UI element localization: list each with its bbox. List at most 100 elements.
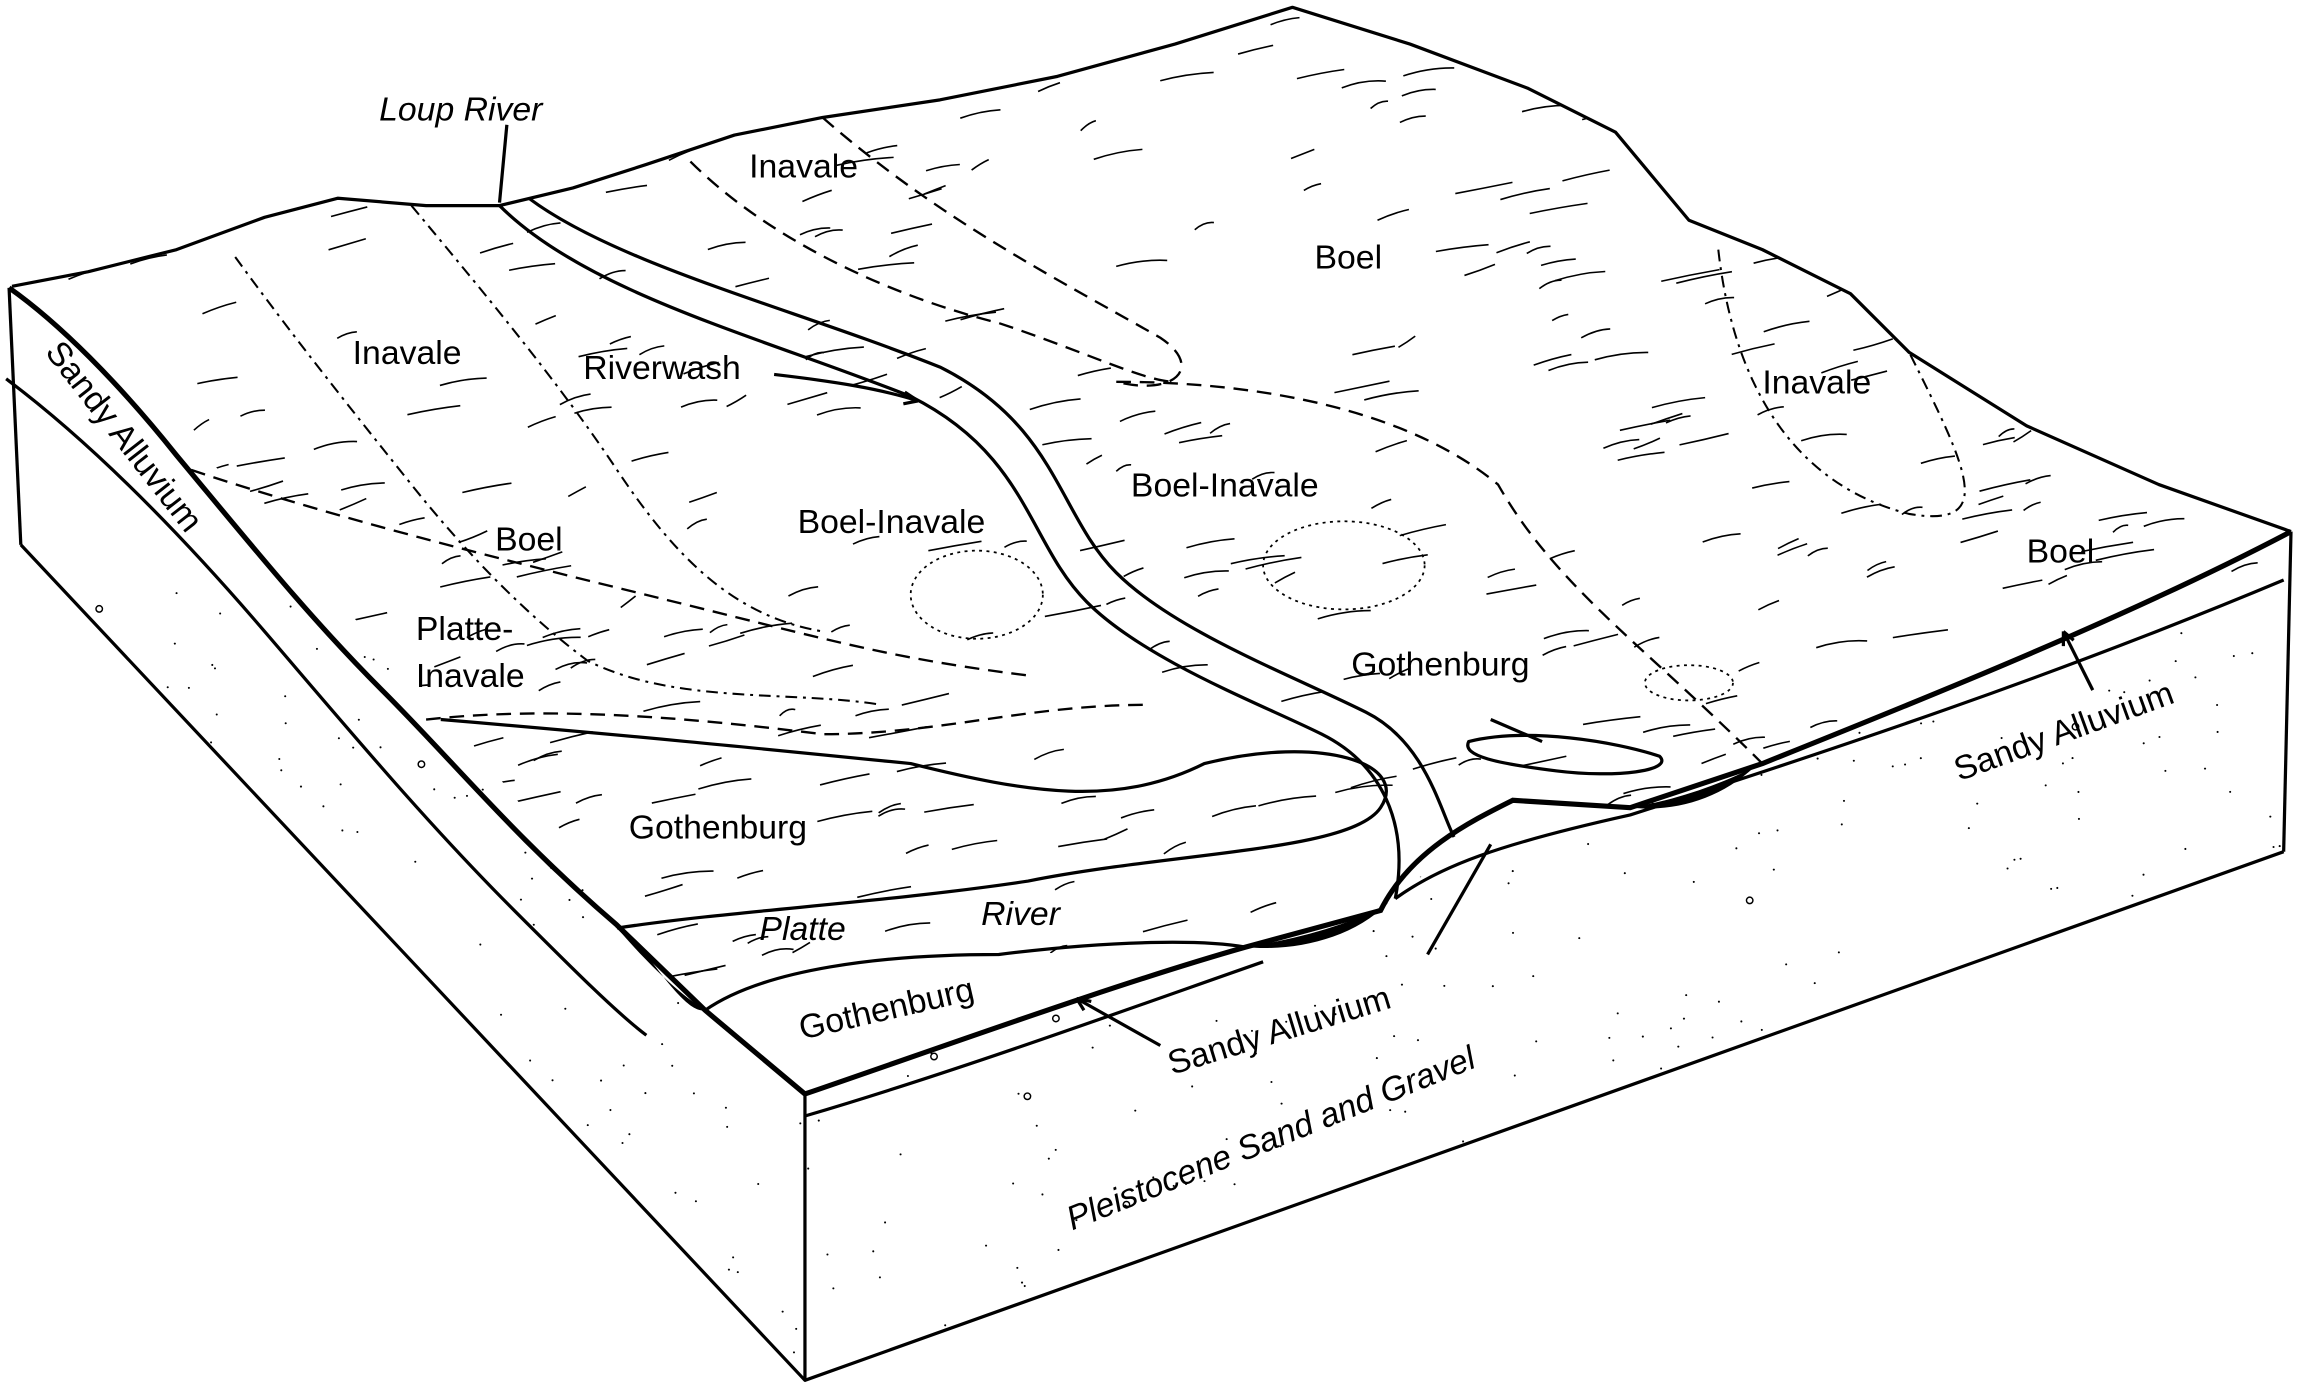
hatch-stroke [333, 992, 353, 1001]
stipple-dot [594, 1265, 597, 1268]
hatch-stroke [249, 480, 284, 493]
stipple-dot [2109, 1033, 2112, 1036]
stipple-dot [173, 1063, 176, 1066]
stipple-dot [1771, 1104, 1774, 1107]
stipple-dot [1284, 738, 1287, 741]
stipple-dot [146, 1389, 148, 1391]
hatch-stroke [939, 385, 963, 399]
stipple-dot [178, 920, 181, 923]
hatch-stroke [2034, 347, 2061, 355]
leader-arrow [1490, 718, 1543, 744]
hatch-stroke [1399, 938, 1423, 950]
hatch-stroke [246, 119, 283, 129]
hatch-stroke [2103, 652, 2163, 663]
stipple-dot [1152, 1176, 1155, 1179]
hatch-stroke [1540, 258, 1576, 267]
stipple-dot [136, 752, 139, 755]
stipple-dot [250, 986, 253, 989]
stipple-dot [1020, 771, 1023, 774]
hatch-stroke [239, 7, 262, 18]
stipple-dot [1932, 720, 1935, 723]
hatch-stroke [680, 399, 718, 408]
stipple-dot [404, 962, 407, 965]
hatch-stroke [1042, 437, 1092, 446]
stipple-dot [1894, 1224, 1897, 1227]
stipple-dot [1191, 1085, 1194, 1088]
hatch-stroke [2174, 301, 2229, 313]
hatch-stroke [2032, 163, 2088, 177]
stipple-dot [417, 1049, 420, 1052]
stipple-dot [724, 596, 727, 599]
stipple-dot [166, 686, 169, 689]
stipple-dot [1976, 1382, 1978, 1384]
stipple-dot [372, 658, 375, 661]
stipple-dot [880, 970, 883, 973]
stipple-dot [1629, 1195, 1632, 1198]
hatch-stroke [1498, 7, 1516, 9]
stipple-dot [795, 1327, 798, 1330]
stipple-dot [677, 1002, 680, 1005]
hatch-stroke [106, 778, 144, 789]
hatch-stroke [515, 790, 561, 803]
stipple-dot [1722, 663, 1725, 666]
hatch-stroke [1160, 71, 1214, 82]
stipple-dot [671, 1064, 674, 1067]
hatch-stroke [2287, 214, 2291, 227]
stipple-dot [410, 1189, 413, 1192]
hatch-stroke [150, 1005, 167, 1011]
stipple-dot [1035, 1124, 1038, 1127]
stipple-dot [1748, 644, 1751, 647]
stipple-dot [726, 1125, 729, 1128]
stipple-dot [600, 658, 603, 661]
label-boel: Boel [2027, 532, 2095, 570]
stipple-dot [826, 1253, 829, 1256]
stipple-dot [642, 729, 645, 732]
stipple-dot [402, 1021, 405, 1024]
stipple-dot [2071, 757, 2074, 760]
stipple-dot [484, 1275, 487, 1278]
hatch-stroke [1837, 954, 1865, 968]
stipple-dot [1233, 1183, 1236, 1186]
hatch-stroke [1077, 367, 1112, 377]
stipple-dot [1608, 1036, 1611, 1039]
stipple-dot [266, 1076, 269, 1079]
hatch-stroke [399, 517, 425, 526]
stipple-dot [324, 878, 327, 881]
stipple-dot [2066, 1101, 2069, 1104]
hatch-stroke [1982, 436, 2015, 446]
stipple-dot [1851, 1188, 1855, 1191]
stipple-dot [1216, 687, 1219, 690]
stipple-dot [674, 1191, 677, 1194]
hatch-stroke [338, 928, 360, 938]
hatch-stroke [189, 63, 214, 72]
stipple-dot [1491, 985, 1494, 988]
hatch-stroke [193, 418, 210, 431]
hatch-stroke [2013, 429, 2032, 443]
stipple-dot [767, 651, 770, 654]
hatch-stroke [631, 451, 669, 462]
stipple-dot [792, 1351, 796, 1354]
stipple-dot [1967, 1028, 1970, 1031]
hatch-stroke [966, 632, 994, 641]
stipple-dot [1896, 1297, 1899, 1300]
stipple-dot [1527, 1223, 1530, 1226]
stipple-dot [601, 607, 604, 610]
hatch-stroke [1115, 259, 1168, 268]
stipple-dot [1753, 616, 1757, 619]
hatch-stroke [285, 7, 335, 17]
stipple-dot [373, 1299, 376, 1302]
hatch-stroke [1775, 984, 1818, 996]
stipple-dot [2190, 916, 2193, 919]
stipple-dot [1657, 1389, 1659, 1391]
stipple-dot [1511, 870, 1514, 873]
label-boel: Boel [1314, 239, 1382, 277]
stipple-dot [1279, 1381, 1281, 1383]
stipple-dot [1034, 615, 1043, 624]
stipple-dot [2234, 1060, 2237, 1063]
stipple-dot [1285, 1020, 1288, 1023]
stipple-dot [1404, 1110, 1407, 1113]
stipple-dot [1976, 802, 1979, 805]
hatch-stroke [559, 393, 591, 406]
hatch-stroke [2167, 817, 2201, 826]
label-pleistocene-sand-and-gravel: Pleistocene Sand and Gravel [1061, 1038, 1482, 1238]
